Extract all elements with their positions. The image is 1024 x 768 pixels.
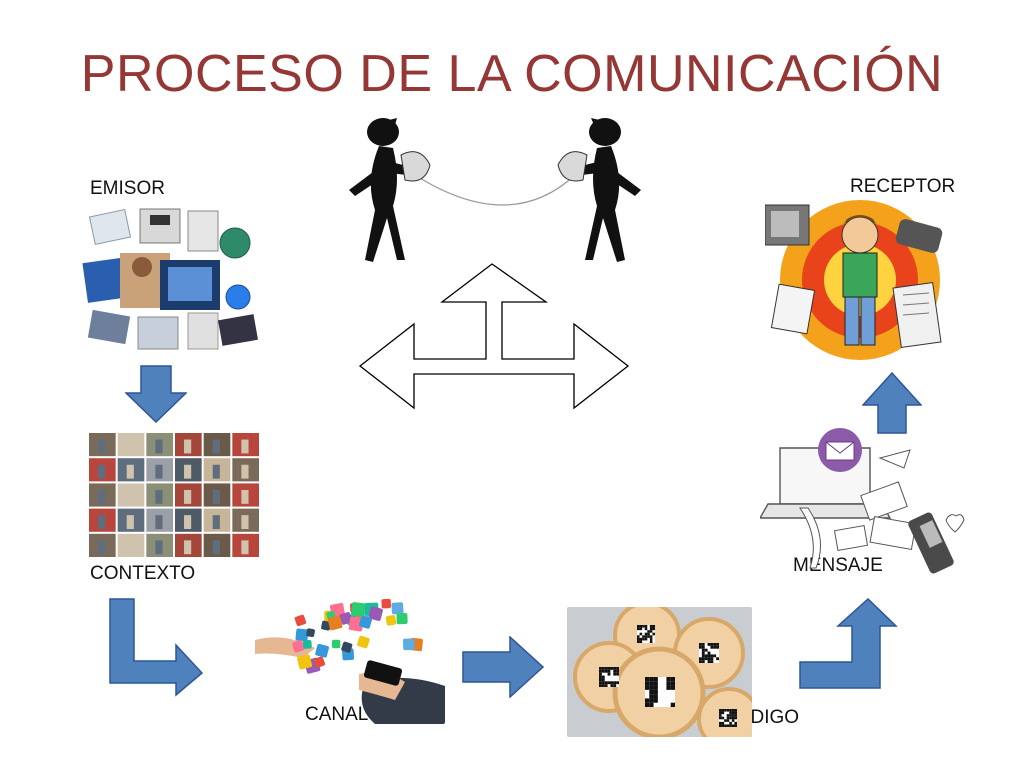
string-phone-figures xyxy=(335,110,655,275)
slide-title: PROCESO DE LA COMUNICACIÓN xyxy=(80,45,944,103)
mensaje-laptop-envelopes xyxy=(760,428,970,578)
codigo-qr-cookies xyxy=(567,607,752,737)
arrow-bend-codigo-mensaje xyxy=(798,598,898,690)
arrow-down-emisor-contexto xyxy=(125,365,187,423)
arrow-right-canal-codigo xyxy=(462,636,544,698)
canal-phone-apps xyxy=(255,582,445,724)
emisor-devices-collage xyxy=(80,205,260,360)
three-way-arrow xyxy=(358,262,630,412)
arrow-up-mensaje-receptor xyxy=(862,372,922,434)
receptor-cartoon xyxy=(765,195,955,365)
contexto-photo-grid xyxy=(88,432,260,558)
emisor-label: EMISOR xyxy=(90,178,165,199)
contexto-label: CONTEXTO xyxy=(90,563,196,584)
receptor-label: RECEPTOR xyxy=(850,176,956,197)
canal-label: CANAL xyxy=(305,704,369,725)
arrow-bend-contexto-canal xyxy=(108,597,204,697)
